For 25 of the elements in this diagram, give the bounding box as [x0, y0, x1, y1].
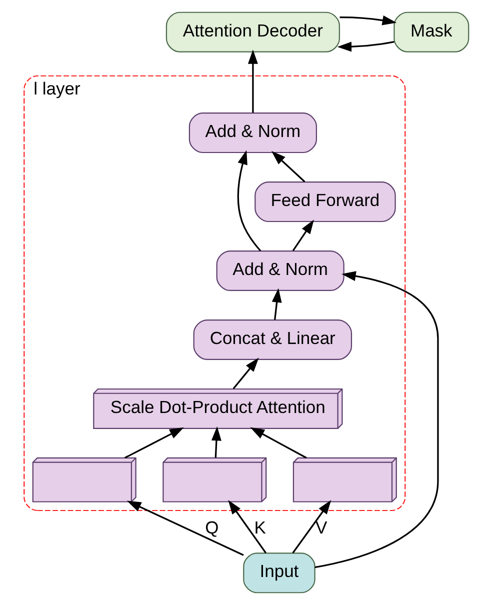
node-box: Concat & Linear [193, 319, 352, 360]
arrow [232, 358, 259, 390]
node-box: Mask [394, 12, 470, 52]
arrow [340, 15, 397, 26]
arrow [271, 151, 306, 182]
arrow [248, 50, 258, 113]
node-box: Add & Norm [188, 112, 317, 154]
arrow [272, 288, 282, 320]
node-box: Feed Forward [254, 182, 396, 222]
arrow [126, 500, 244, 556]
node-box: Input [243, 552, 316, 594]
arrow [337, 41, 394, 52]
edge-label: V [316, 517, 328, 538]
edge-label: Q [205, 517, 219, 538]
arrow [314, 271, 439, 568]
arrow [124, 427, 184, 459]
edge-label: K [254, 517, 266, 538]
node-box: Attention Decoder [166, 12, 340, 52]
arrow [211, 426, 222, 458]
arrow [228, 500, 267, 554]
arrow [292, 220, 314, 252]
node-box: Add & Norm [216, 250, 344, 291]
arrow [250, 427, 307, 459]
arrow [237, 150, 262, 252]
arrow [292, 500, 332, 554]
